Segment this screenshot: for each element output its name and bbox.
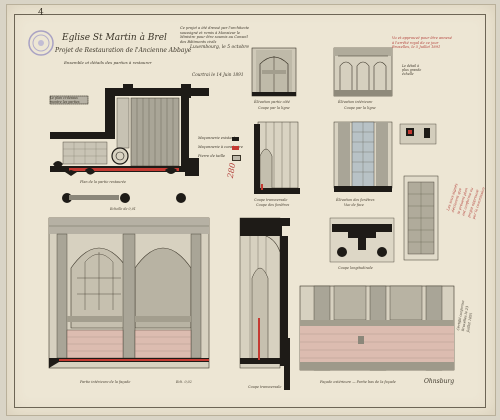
right-small-note: Le détail à plus grande échelle (402, 64, 421, 76)
seal-stamp-icon (28, 30, 54, 56)
legend-label: Pierre de taille (198, 154, 226, 158)
right-small-note-line: plus grande (402, 68, 422, 72)
legend-label: Maçonnerie à construire (198, 145, 243, 149)
top-note: Ce projet a été dressé par l'architecte … (180, 26, 249, 44)
border-frame (14, 14, 486, 408)
left-note: Le plan ci-dessus montre les parties (50, 96, 80, 104)
main-section-caption: Coupe transversale (248, 385, 282, 389)
interior-elevation (48, 217, 210, 369)
main-section (239, 217, 290, 390)
section-pilier-sub: Coupe des fenêtres (256, 203, 290, 207)
top-note-line: Ministre pour être soumis au Conseil (180, 35, 248, 39)
sheet-description: Ensemble et détails des parties à restau… (64, 60, 152, 65)
main-exterior-caption: Façade extérieure — Partie bas de la faç… (320, 380, 396, 384)
plan-caption: Plan de la partie restaurée (80, 180, 127, 184)
detail-elev-2-caption: Élévation intérieure (338, 100, 373, 104)
section-pilier-caption: Coupe transversale (254, 198, 288, 202)
sheet-number: 4 (38, 8, 44, 18)
main-interior-caption: Partie intérieure de la façade (80, 380, 131, 384)
top-note-line: Ce projet a été dressé par l'architecte (180, 26, 250, 30)
legend-swatch-new (232, 146, 239, 150)
signature-date: Courtrai le 14 Juin 1891 (192, 72, 244, 77)
window-elevation (333, 121, 393, 192)
elev-fenetre-caption: Élévation des fenêtres (336, 198, 375, 202)
tall-window-detail (403, 175, 439, 261)
floor-plan (49, 84, 209, 203)
legend-swatch-existing (232, 137, 239, 141)
section-profile (329, 217, 395, 263)
legend-label: Maçonnerie existante (198, 136, 238, 140)
plan-scale: Echelle de 0,01 (110, 207, 136, 211)
top-note-line: des Bâtiments civils (180, 39, 217, 44)
pier-section (254, 121, 300, 194)
approval-note-line: Bruxelles, le 5 Juillet 1891 (392, 45, 441, 50)
right-small-note-line: Le détail à (402, 64, 420, 68)
profile-detail (399, 123, 437, 145)
bottom-signature: Ohnsburg (424, 378, 455, 385)
top-note-line: soussigné et remis à Monsieur le (180, 30, 241, 35)
left-note-line: Le plan ci-dessus (50, 96, 78, 100)
main-scale: Ech. 0,02 (176, 380, 192, 384)
signature-place: Luxembourg, le 5 octobre (190, 45, 250, 50)
section-profile-caption: Coupe longitudinale (338, 266, 373, 270)
detail-elev-1-sub: Coupe par la ligne (258, 106, 290, 110)
detail-elev-2-sub: Coupe par la ligne (344, 106, 376, 110)
right-small-note-line: échelle (402, 72, 414, 76)
exterior-elevation (299, 285, 455, 371)
legend-swatch-stone (232, 155, 241, 161)
approval-note: Vu et approuvé pour être annexé à l'arrê… (392, 36, 452, 50)
approval-note-line: à l'arrêté royal de ce jour (392, 40, 439, 45)
sheet-title: Eglise St Martin à Brel (62, 33, 167, 43)
detail-elevation-1 (251, 47, 297, 97)
sheet-subtitle: Projet de Restauration de l'Ancienne Abb… (55, 47, 192, 54)
approval-note-line: Vu et approuvé pour être annexé (392, 36, 453, 40)
detail-elevation-2 (333, 47, 393, 97)
elev-fenetre-sub: Vue de face (344, 203, 364, 207)
left-note-line: montre les parties (50, 100, 80, 104)
detail-elev-1-caption: Élévation partie côté (254, 100, 290, 104)
